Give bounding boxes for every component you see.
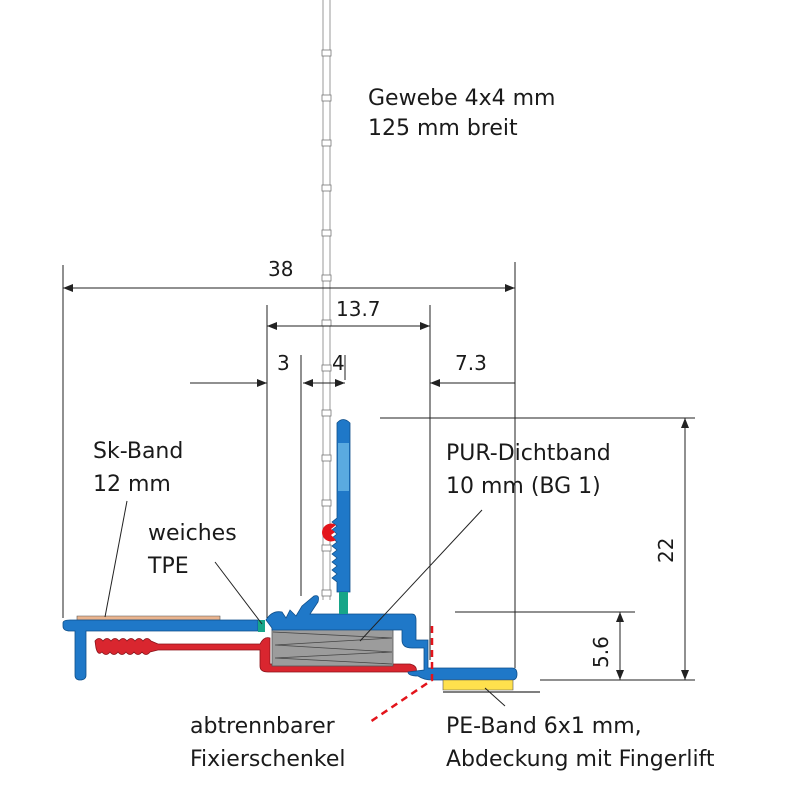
label-fabric-1: Gewebe 4x4 mm — [368, 86, 555, 111]
clamp-arm-insert — [338, 443, 349, 491]
separation-line — [369, 626, 434, 724]
fixing-leg-seal — [94, 637, 417, 673]
fabric-knot — [321, 139, 332, 147]
pur-sealing-tape — [271, 627, 394, 667]
fabric-knot — [321, 229, 332, 237]
label-fix-1: abtrennbarer — [190, 714, 336, 739]
dim-step: 5.6 — [589, 636, 613, 668]
fabric-knot — [321, 94, 332, 102]
main-profile — [265, 595, 518, 681]
extension-lines — [62, 262, 695, 681]
fabric-knot — [321, 409, 332, 417]
dim-overall: 38 — [268, 257, 293, 281]
fabric-knot — [321, 544, 332, 552]
yellow-pe-band — [442, 679, 514, 691]
label-pe-2: Abdeckung mit Fingerlift — [446, 747, 715, 772]
dim-inner: 13.7 — [336, 297, 381, 321]
dim-height: 22 — [654, 538, 678, 563]
label-tpe-1: weiches — [148, 521, 237, 546]
fabric-knot — [321, 364, 332, 372]
left-profile-flange — [62, 619, 259, 681]
fabric-mesh — [321, 0, 332, 600]
label-pe-1: PE-Band 6x1 mm, — [446, 714, 642, 739]
dim-mid: 4 — [332, 351, 345, 375]
sk-band — [76, 615, 221, 621]
fabric-knot — [321, 454, 332, 462]
label-fix-2: Fixierschenkel — [190, 747, 345, 772]
fabric-knot — [321, 49, 332, 57]
fabric-knot — [321, 274, 332, 282]
fabric-knot — [321, 184, 332, 192]
fabric-knot — [321, 499, 332, 507]
label-skband-2: 12 mm — [93, 472, 171, 497]
label-tpe-2: TPE — [147, 554, 189, 579]
tpe-stem — [339, 592, 348, 614]
dim-right: 7.3 — [455, 351, 487, 375]
dim-left: 3 — [277, 351, 290, 375]
label-skband-1: Sk-Band — [93, 439, 183, 464]
label-pur-2: 10 mm (BG 1) — [446, 474, 601, 499]
label-pur-1: PUR-Dichtband — [446, 441, 611, 466]
dimension-lines — [63, 284, 689, 680]
label-fabric-2: 125 mm breit — [368, 116, 518, 141]
leader-lines — [104, 500, 506, 707]
fabric-knot — [321, 589, 332, 597]
tpe-joint — [258, 620, 265, 632]
fabric-knot — [321, 319, 332, 327]
red-clamp-bead — [322, 523, 336, 542]
